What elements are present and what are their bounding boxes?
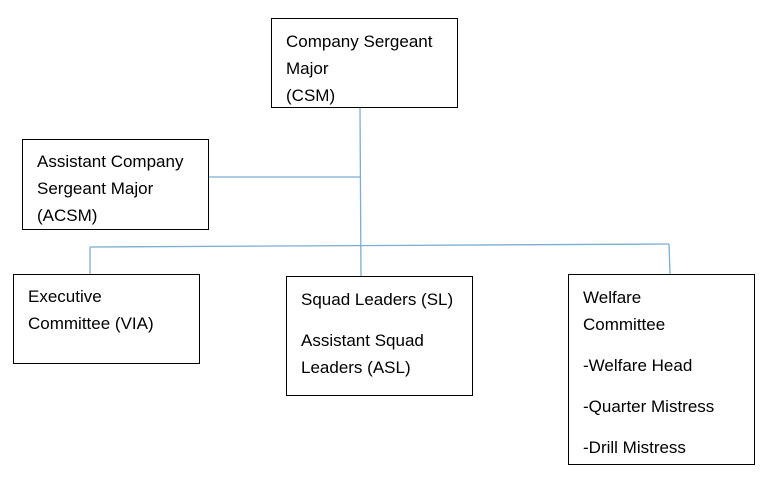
node-squad-title: Squad Leaders (SL) [301,290,454,309]
node-welfare-item: -Drill Mistress [583,438,686,457]
node-welfare-line: Welfare [583,288,642,307]
node-executive-line: Committee (VIA) [28,314,154,333]
node-executive-line: Executive [28,287,102,306]
connector-welfare [668,243,671,275]
node-welfare-line: Committee [583,315,666,334]
node-acsm-line: (ACSM) [37,206,98,225]
node-welfare-item: -Welfare Head [583,356,693,375]
connector-csm-trunk [359,107,362,278]
node-squad-line: Leaders (ASL) [301,358,411,377]
node-csm-line: (CSM) [286,86,336,105]
node-csm-line: Company Sergeant [286,32,433,51]
node-acsm-line: Sergeant Major [37,179,154,198]
node-squad-line: Assistant Squad [301,331,424,350]
node-acsm-line: Assistant Company [37,152,184,171]
connector-bottom-bar [89,243,670,248]
node-acsm: Assistant Company Sergeant Major (ACSM) [22,139,209,230]
node-csm: Company Sergeant Major (CSM) [271,18,458,108]
node-csm-line: Major [286,59,329,78]
node-squad-leaders: Squad Leaders (SL) Assistant Squad Leade… [286,276,473,396]
node-welfare-committee: Welfare Committee -Welfare Head -Quarter… [568,274,755,465]
node-executive-committee: Executive Committee (VIA) [13,274,200,364]
node-welfare-item: -Quarter Mistress [583,397,715,416]
